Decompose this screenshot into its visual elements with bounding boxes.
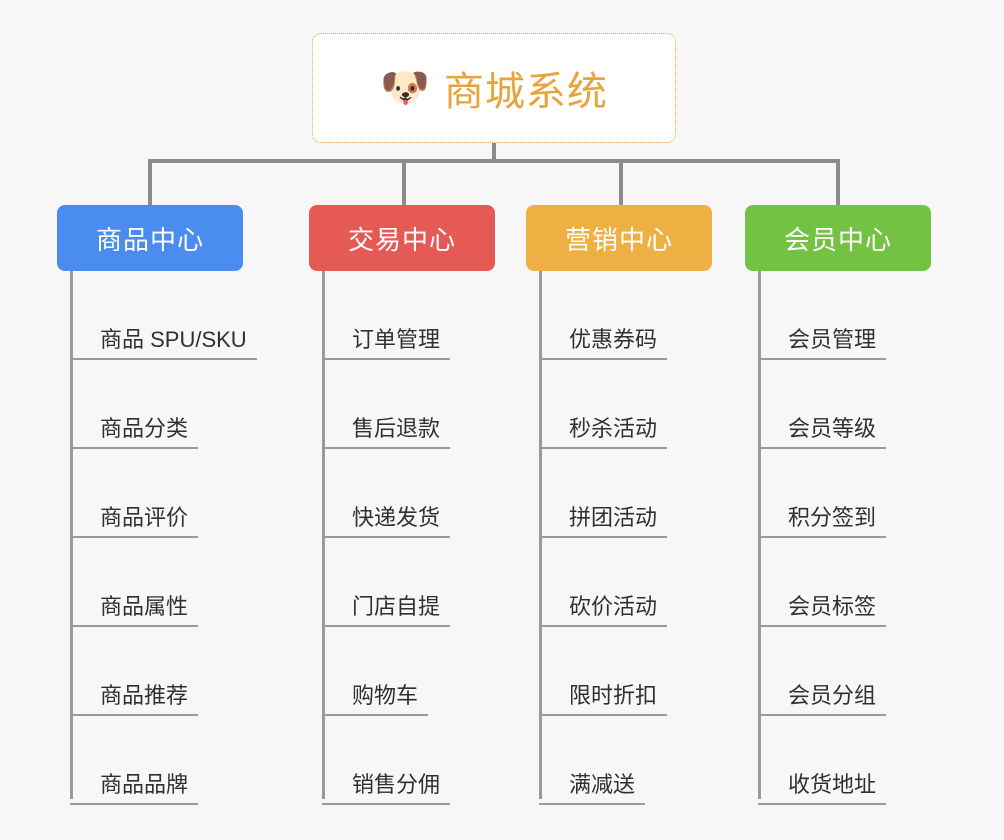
category-label: 会员中心 [783,224,892,255]
trunk-line [70,271,73,799]
leaf-item[interactable]: 会员分组 [745,627,931,716]
leaf-label: 收货地址 [758,772,887,805]
leaf-label: 商品 SPU/SKU [70,327,257,360]
trunk-line [539,271,542,799]
leaf-item[interactable]: 拼团活动 [526,449,712,538]
leaf-item[interactable]: 快递发货 [309,449,495,538]
drop-connector-1 [148,159,152,207]
leaf-label: 会员等级 [758,416,887,449]
leaf-label: 商品属性 [70,594,199,627]
branch-column-product-center: 商品中心 商品 SPU/SKU 商品分类 商品评价 商品属性 商品推荐 商品品牌 [57,205,257,805]
leaf-item[interactable]: 商品评价 [57,449,243,538]
horizontal-bus-connector [148,159,840,163]
leaf-list-trade-center: 订单管理 售后退款 快递发货 门店自提 购物车 销售分佣 [309,271,495,805]
drop-connector-2 [402,159,406,207]
leaf-item[interactable]: 秒杀活动 [526,360,712,449]
leaf-item[interactable]: 销售分佣 [309,716,495,805]
leaf-item[interactable]: 商品 SPU/SKU [57,271,257,360]
root-title: 商城系统 [443,70,608,114]
leaf-item[interactable]: 砍价活动 [526,538,712,627]
leaf-item[interactable]: 限时折扣 [526,627,712,716]
leaf-item[interactable]: 会员标签 [745,538,931,627]
leaf-item[interactable]: 商品品牌 [57,716,243,805]
branch-column-marketing-center: 营销中心 优惠券码 秒杀活动 拼团活动 砍价活动 限时折扣 满减送 [526,205,712,805]
leaf-label: 限时折扣 [539,683,668,716]
category-label: 营销中心 [564,224,673,255]
leaf-label: 优惠券码 [539,327,668,360]
drop-connector-4 [836,159,840,207]
leaf-item[interactable]: 收货地址 [745,716,931,805]
category-box-member-center[interactable]: 会员中心 [745,205,931,271]
leaf-label: 拼团活动 [539,505,668,538]
leaf-label: 门店自提 [322,594,451,627]
leaf-label: 商品品牌 [70,772,199,805]
branch-column-trade-center: 交易中心 订单管理 售后退款 快递发货 门店自提 购物车 销售分佣 [309,205,495,805]
branch-column-member-center: 会员中心 会员管理 会员等级 积分签到 会员标签 会员分组 收货地址 [745,205,931,805]
leaf-item[interactable]: 购物车 [309,627,495,716]
trunk-line [758,271,761,799]
leaf-label: 购物车 [322,683,429,716]
leaf-list-member-center: 会员管理 会员等级 积分签到 会员标签 会员分组 收货地址 [745,271,931,805]
leaf-item[interactable]: 积分签到 [745,449,931,538]
trunk-line [322,271,325,799]
leaf-item[interactable]: 优惠券码 [526,271,712,360]
leaf-label: 订单管理 [322,327,451,360]
leaf-item[interactable]: 订单管理 [309,271,495,360]
leaf-label: 会员管理 [758,327,887,360]
leaf-label: 积分签到 [758,505,887,538]
category-box-product-center[interactable]: 商品中心 [57,205,243,271]
leaf-item[interactable]: 商品属性 [57,538,243,627]
leaf-label: 商品推荐 [70,683,199,716]
leaf-list-marketing-center: 优惠券码 秒杀活动 拼团活动 砍价活动 限时折扣 满减送 [526,271,712,805]
leaf-label: 快递发货 [322,505,451,538]
leaf-label: 满减送 [539,772,646,805]
leaf-item[interactable]: 会员管理 [745,271,931,360]
leaf-label: 砍价活动 [539,594,668,627]
root-stem-connector [492,143,496,162]
category-label: 商品中心 [95,224,204,255]
category-label: 交易中心 [347,224,456,255]
leaf-label: 商品分类 [70,416,199,449]
leaf-label: 秒杀活动 [539,416,668,449]
leaf-item[interactable]: 商品推荐 [57,627,243,716]
leaf-label: 销售分佣 [322,772,451,805]
leaf-item[interactable]: 售后退款 [309,360,495,449]
leaf-label: 会员分组 [758,683,887,716]
leaf-label: 商品评价 [70,505,199,538]
leaf-item[interactable]: 满减送 [526,716,712,805]
leaf-label: 售后退款 [322,416,451,449]
leaf-item[interactable]: 商品分类 [57,360,243,449]
leaf-item[interactable]: 会员等级 [745,360,931,449]
leaf-list-product-center: 商品 SPU/SKU 商品分类 商品评价 商品属性 商品推荐 商品品牌 [57,271,257,805]
drop-connector-3 [619,159,623,207]
category-box-trade-center[interactable]: 交易中心 [309,205,495,271]
dog-face-icon: 🐶 [380,66,430,110]
leaf-label: 会员标签 [758,594,887,627]
leaf-item[interactable]: 门店自提 [309,538,495,627]
root-node[interactable]: 🐶 商城系统 [312,33,676,143]
category-box-marketing-center[interactable]: 营销中心 [526,205,712,271]
